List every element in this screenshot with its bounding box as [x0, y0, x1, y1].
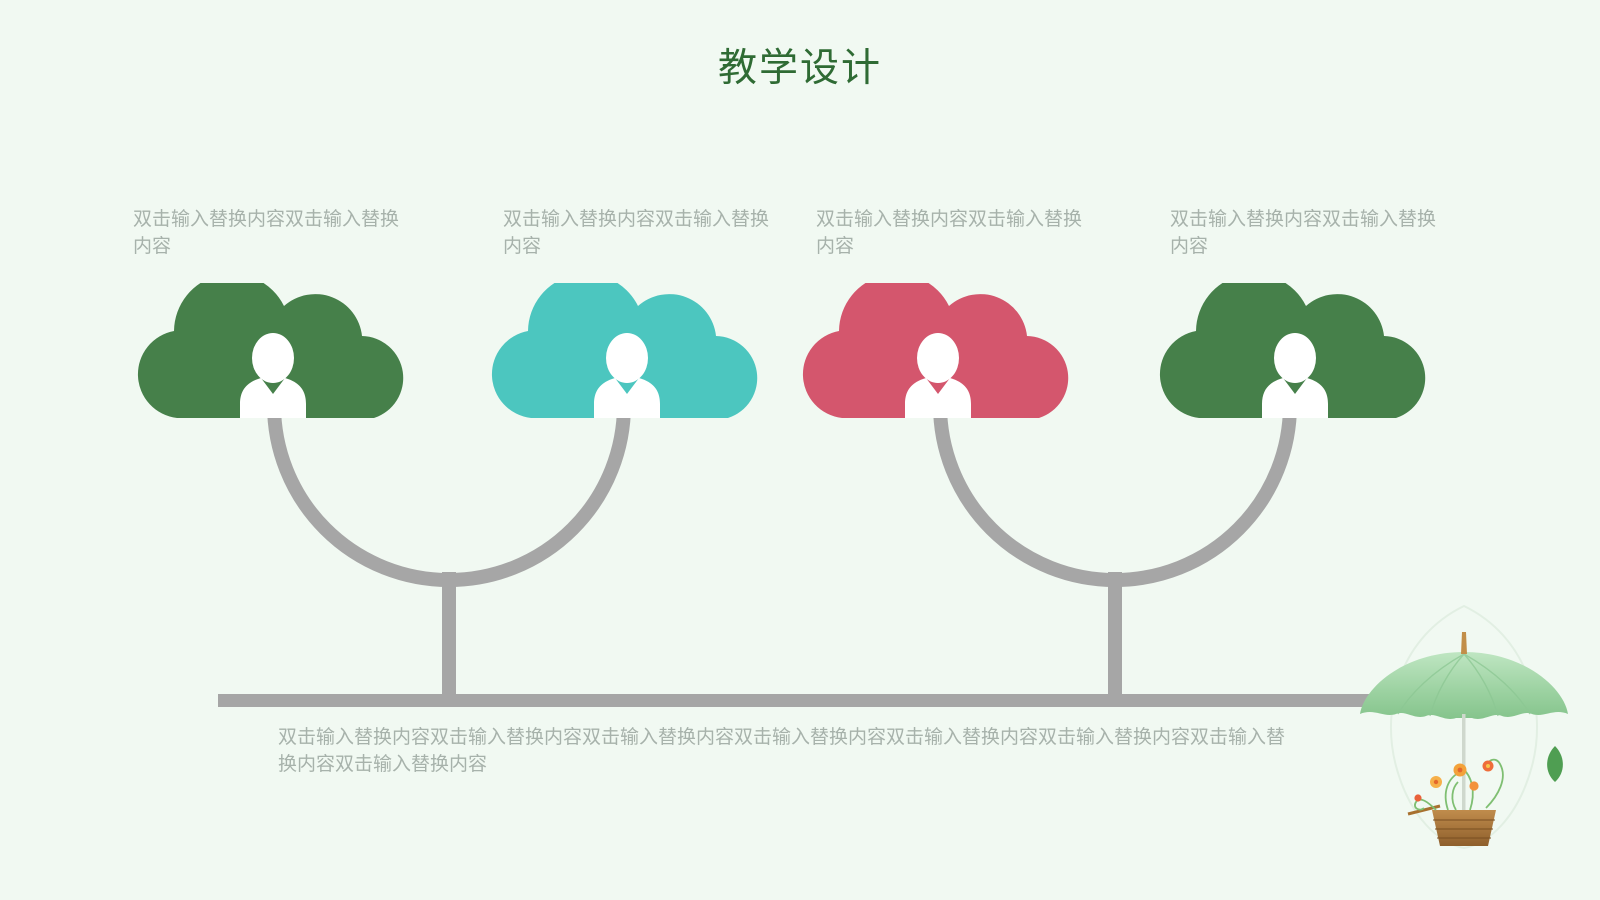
node-cloud-2[interactable]: [491, 274, 758, 418]
node-caption-1[interactable]: 双击输入替换内容双击输入替换内容: [133, 209, 400, 257]
connector-arc-left: [267, 404, 631, 587]
connector-stem-right: [1108, 572, 1122, 700]
page-title: 教学设计: [717, 47, 882, 90]
node-caption-4[interactable]: 双击输入替换内容双击输入替换内容: [1170, 209, 1437, 257]
node-cloud-1[interactable]: [137, 274, 404, 418]
connector-arc-right: [933, 404, 1297, 587]
node-cloud-4[interactable]: [1159, 274, 1426, 418]
summary-paragraph[interactable]: 双击输入替换内容双击输入替换内容双击输入替换内容双击输入替换内容双击输入替换内容…: [278, 727, 1286, 775]
node-caption-3[interactable]: 双击输入替换内容双击输入替换内容: [816, 209, 1083, 257]
connector-group: [218, 404, 1401, 707]
baseline-bar: [218, 694, 1401, 707]
node-caption-2[interactable]: 双击输入替换内容双击输入替换内容: [503, 209, 770, 257]
node-cloud-3[interactable]: [802, 274, 1069, 418]
connector-stem-left: [442, 572, 456, 700]
